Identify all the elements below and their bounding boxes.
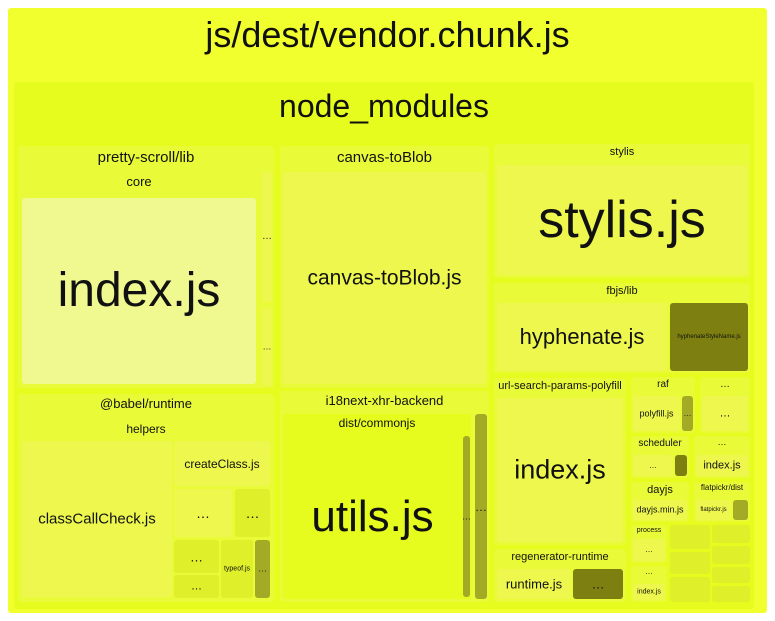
treemap-label-url-search-params-polyfill: url-search-params-polyfill	[498, 380, 622, 392]
treemap-label-runtime-js: runtime.js	[505, 576, 563, 592]
treemap-label-more: …	[719, 407, 731, 419]
treemap-label-index-js: index.js	[57, 264, 221, 317]
treemap-node-small-5[interactable]	[712, 567, 750, 583]
treemap-label-core: core	[126, 174, 152, 189]
treemap-node-small-4[interactable]	[712, 546, 750, 564]
treemap-label-index-js: index.js	[637, 588, 661, 596]
treemap-label-hyphenatestylename-js: hyphenateStyleName.js	[677, 334, 741, 340]
treemap-label-polyfill-js: polyfill.js	[639, 408, 674, 418]
treemap-label-createclass-js: createClass.js	[184, 456, 260, 471]
treemap-label-node-modules: node_modules	[279, 88, 489, 124]
treemap-node-runtime-js[interactable]: runtime.js	[497, 569, 571, 599]
treemap-label-more: …	[720, 379, 730, 390]
treemap-label-more: …	[196, 505, 210, 521]
treemap-label-dayjs-min-js: dayjs.min.js	[636, 504, 684, 515]
treemap-label-more: …	[262, 231, 272, 242]
treemap-node-more[interactable]: …	[702, 396, 748, 431]
treemap-node-more[interactable]: …	[262, 308, 272, 386]
treemap-label-flatpickr-js: flatpickr.js	[700, 507, 727, 513]
treemap-label-more: …	[262, 341, 272, 352]
treemap-node-flatpickr-js[interactable]: flatpickr.js	[696, 500, 731, 520]
treemap-label-more: …	[258, 563, 267, 574]
treemap-label-fbjs-lib: fbjs/lib	[606, 285, 638, 297]
treemap-node-more[interactable]: …	[682, 396, 693, 431]
treemap-node-typeof-js[interactable]: typeof.js	[221, 540, 253, 598]
treemap-node-more[interactable]: …	[633, 455, 673, 476]
treemap-label-dist-commonjs: dist/commonjs	[338, 416, 416, 430]
treemap-node-small-8[interactable]	[675, 455, 687, 476]
treemap-label-index-js: index.js	[703, 459, 741, 471]
treemap-node-small-3[interactable]	[712, 525, 750, 543]
treemap-label-more: …	[649, 460, 657, 470]
treemap-node-index-js[interactable]: index.js	[22, 198, 256, 384]
treemap-node-small-1[interactable]	[670, 552, 710, 574]
treemap-node-more[interactable]: …	[174, 575, 219, 598]
treemap-node-more[interactable]: …	[633, 539, 665, 561]
treemap-label-js-dest-vendor-chunk-js: js/dest/vendor.chunk.js	[205, 14, 570, 55]
treemap-node-more[interactable]: …	[573, 569, 623, 599]
treemap-label-process: process	[636, 527, 662, 534]
treemap-label-utils-js: utils.js	[311, 491, 434, 541]
treemap-label-more: …	[191, 580, 202, 592]
treemap-label-index-js: index.js	[514, 454, 606, 485]
treemap-node-polyfill-js[interactable]: polyfill.js	[633, 396, 680, 431]
treemap-label-babel-runtime: @babel/runtime	[100, 396, 192, 411]
treemap-node-more[interactable]: …	[462, 436, 471, 597]
treemap-label-stylis-js: stylis.js	[538, 191, 706, 249]
treemap-label-regenerator-runtime: regenerator-runtime	[511, 551, 609, 563]
treemap-label-more: …	[462, 511, 471, 521]
treemap-label-more: …	[683, 408, 692, 418]
treemap-node-small-2[interactable]	[670, 577, 710, 602]
treemap-label-more: …	[645, 545, 653, 554]
treemap-node-stylis-js[interactable]: stylis.js	[497, 165, 747, 275]
treemap-node-utils-js[interactable]: utils.js	[285, 436, 460, 597]
treemap-node-more[interactable]: …	[235, 489, 270, 537]
treemap-label-helpers: helpers	[126, 422, 166, 436]
treemap-label-scheduler: scheduler	[638, 438, 682, 449]
treemap-node-index-js[interactable]: index.js	[696, 455, 748, 476]
treemap-label-more: …	[591, 576, 605, 592]
treemap-label-stylis: stylis	[609, 146, 635, 158]
treemap-label-dayjs: dayjs	[647, 484, 673, 496]
treemap-label-hyphenate-js: hyphenate.js	[519, 324, 645, 349]
treemap-node-hyphenatestylename-js[interactable]: hyphenateStyleName.js	[670, 303, 748, 371]
treemap-node-more[interactable]: …	[174, 540, 219, 573]
treemap-label-raf: raf	[657, 379, 669, 390]
treemap-node-dayjs-min-js[interactable]: dayjs.min.js	[633, 500, 687, 520]
treemap-node-hyphenate-js[interactable]: hyphenate.js	[497, 303, 667, 371]
treemap-label-i18next-xhr-backend: i18next-xhr-backend	[325, 393, 444, 408]
treemap-node-small-0[interactable]	[670, 525, 710, 549]
treemap-node-canvas-toblob-js[interactable]: canvas-toBlob.js	[283, 172, 486, 384]
treemap-node-classcallcheck-js[interactable]: classCallCheck.js	[22, 441, 172, 597]
treemap-label-classcallcheck-js: classCallCheck.js	[38, 510, 156, 528]
treemap-node-more[interactable]: …	[255, 540, 270, 598]
treemap-label-canvas-toblob-js: canvas-toBlob.js	[307, 266, 462, 290]
treemap-label-more: …	[717, 437, 727, 447]
treemap-label-pretty-scroll-lib: pretty-scroll/lib	[97, 149, 195, 166]
treemap-label-more: …	[190, 549, 203, 564]
treemap-node-more[interactable]: …	[475, 414, 487, 599]
treemap-node-createclass-js[interactable]: createClass.js	[174, 441, 270, 486]
treemap-node-index-js[interactable]: index.js	[497, 398, 623, 542]
treemap-label-typeof-js: typeof.js	[223, 565, 251, 573]
treemap-label-flatpickr-dist: flatpickr/dist	[700, 483, 744, 492]
treemap-label-canvas-toblob: canvas-toBlob	[336, 149, 433, 166]
treemap-node-more[interactable]: …	[174, 489, 232, 537]
treemap-label-more: …	[645, 567, 653, 576]
treemap-node-more[interactable]: …	[262, 172, 272, 302]
treemap-label-more: …	[475, 499, 487, 514]
treemap-node-small-6[interactable]	[712, 586, 750, 602]
treemap-node-small-7[interactable]	[733, 500, 748, 520]
treemap-label-more: …	[245, 505, 260, 521]
treemap-node-index-js[interactable]: index.js	[633, 584, 665, 600]
